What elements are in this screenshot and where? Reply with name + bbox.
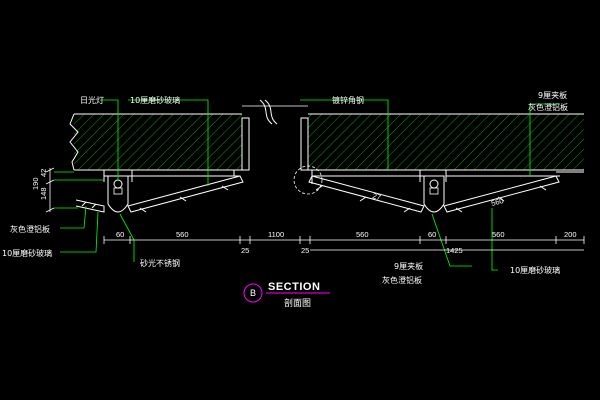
section-subtitle: 剖面图 <box>284 297 311 309</box>
dim-slope-2: 560 <box>490 196 504 208</box>
label-plywood-bottom-2: 灰色澄铝板 <box>382 275 422 285</box>
annotations: 日光灯 10厘磨砂玻璃 镀锌角钢 9厘夹板 灰色澄铝板 灰色澄铝板 10厘磨砂玻… <box>2 90 568 285</box>
dim-2: 25 <box>241 246 249 255</box>
opening-jamb-left <box>241 117 250 171</box>
lamp-trough-left <box>107 175 129 213</box>
dim-vertical-0: 190 <box>31 177 40 190</box>
dim-slope-1: 27 <box>371 191 381 202</box>
section-mark-circle <box>243 283 263 303</box>
label-panel-left: 灰色澄铝板 <box>10 224 50 234</box>
lamp-trough-right <box>423 175 445 213</box>
suspension-frame <box>103 170 560 184</box>
glass-panel-2 <box>308 175 425 213</box>
dim-1: 560 <box>176 230 189 239</box>
ceiling-slab <box>69 99 584 171</box>
fluorescent-tube-left <box>113 179 123 189</box>
label-fluorescent-lamp: 日光灯 <box>80 95 104 105</box>
dim-6: 60 <box>428 230 436 239</box>
section-title: SECTION <box>268 281 320 293</box>
label-steel-angle: 镀锌角钢 <box>332 95 364 105</box>
break-symbol <box>259 99 278 125</box>
horizontal-dimensions <box>103 236 585 251</box>
opening-jamb-right <box>300 117 309 171</box>
glass-panel-edge-left <box>75 199 105 213</box>
fluorescent-tube-right <box>429 179 439 189</box>
dim-3: 1100 <box>268 230 284 239</box>
dim-0: 60 <box>116 230 124 239</box>
slab-right-hatch <box>308 114 584 170</box>
section-title-block: B SECTION 剖面图 <box>243 281 330 309</box>
dim-vertical-2: 148 <box>39 187 48 200</box>
label-steel-bottom: 砂光不锈钢 <box>140 258 180 268</box>
dim-7: 560 <box>492 230 505 239</box>
section-mark: B <box>250 288 256 298</box>
label-glass-left: 10厘磨砂玻璃 <box>2 248 52 258</box>
detail-callout-circle <box>293 165 323 195</box>
sloped-glass-panels <box>75 175 560 213</box>
dim-4: 25 <box>301 246 309 255</box>
glass-panel-3 <box>443 175 560 213</box>
label-glass-bottom-right: 10厘磨砂玻璃 <box>510 265 560 275</box>
slab-break-line-left <box>69 113 79 171</box>
label-plywood-top-right-1: 9厘夹板 <box>538 90 567 100</box>
glass-panel-1 <box>127 175 244 213</box>
dim-extra-0: 1425 <box>446 246 463 255</box>
label-glass-top: 10厘磨砂玻璃 <box>130 95 180 105</box>
dim-8: 200 <box>564 230 577 239</box>
dim-bottom-row: 60 560 25 1100 25 560 60 560 200 1425 27… <box>116 191 577 255</box>
label-plywood-top-right-2: 灰色澄铝板 <box>528 102 568 112</box>
dim-vertical-1: 42 <box>39 169 48 177</box>
vertical-dimensions <box>45 167 55 213</box>
dim-5: 560 <box>356 230 369 239</box>
slab-left-hatch <box>74 114 242 170</box>
label-plywood-bottom-1: 9厘夹板 <box>394 261 423 271</box>
